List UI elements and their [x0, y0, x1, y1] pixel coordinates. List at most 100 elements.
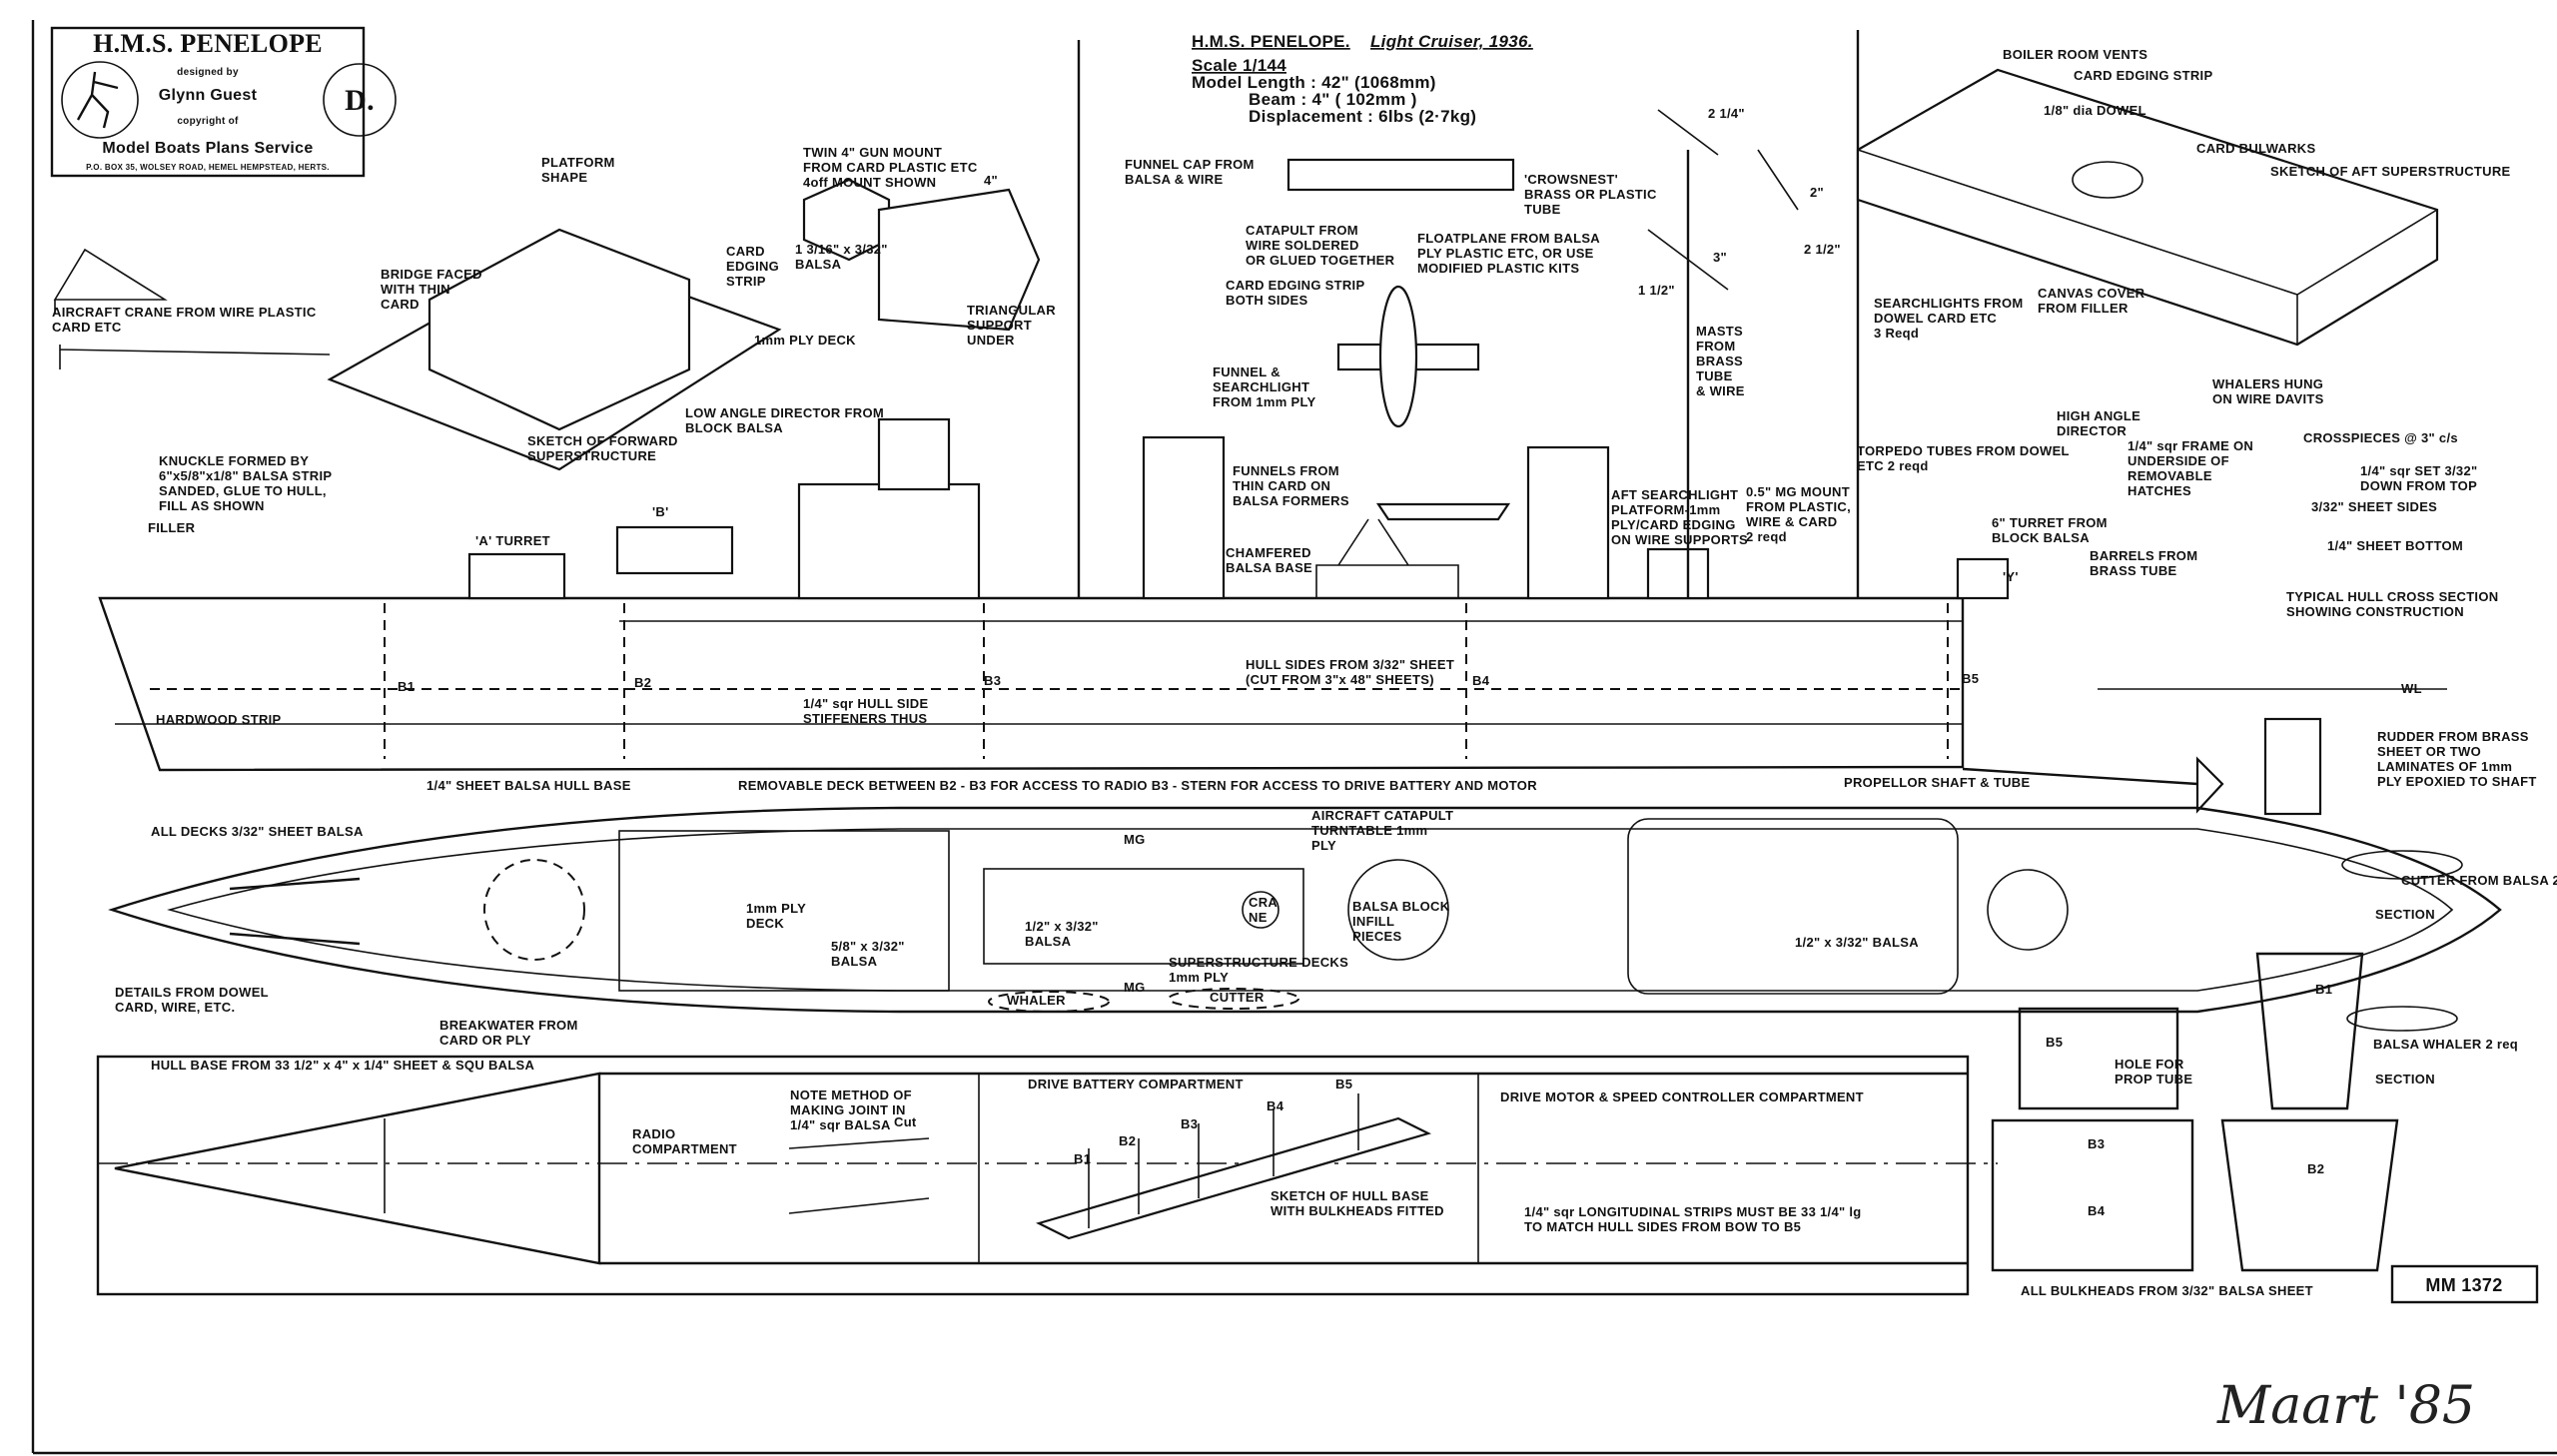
note-line: PROP TUBE [2115, 1072, 2192, 1087]
y-turret-plan [1987, 869, 2069, 951]
note-line: HARDWOOD STRIP [156, 712, 282, 727]
note-line: CARD, WIRE, ETC. [115, 1000, 235, 1015]
note-cutter-plan: CUTTER [1210, 990, 1265, 1005]
note-bh-b3: B3 [2088, 1136, 2105, 1151]
note-line: 1 3/16" x 3/32" [795, 242, 888, 257]
note-line: 4" [984, 173, 998, 188]
note-line: NE [1249, 910, 1268, 925]
note-line: SUPPORT [967, 318, 1032, 333]
spec-beam: Beam : 4" ( 102mm ) [1249, 90, 1417, 109]
note-line: B3 [1181, 1116, 1198, 1131]
spec-length: Model Length : 42" (1068mm) [1192, 73, 1436, 92]
note-line: WHALERS HUNG [2212, 376, 2323, 391]
bulkhead-b3-b4 [1991, 1118, 2194, 1272]
aircraft-crane [53, 248, 331, 369]
note-line: STRIP [726, 274, 766, 289]
publisher: Model Boats Plans Service [102, 140, 313, 157]
note-line: DOWN FROM TOP [2360, 478, 2477, 493]
note-line: DETAILS FROM DOWEL [115, 985, 269, 1000]
whaler-plan [988, 991, 1110, 1013]
note-line: WIRE & CARD [1746, 514, 1837, 529]
note-line: MG [1124, 980, 1146, 995]
note-mg-bottom: MG [1124, 980, 1146, 995]
note-line: FUNNELS FROM [1233, 463, 1339, 478]
note-line: 1mm PLY [1169, 970, 1229, 985]
note-line: 3/32" SHEET SIDES [2311, 499, 2437, 514]
note-line: TURNTABLE 1mm [1311, 823, 1427, 838]
note-line: MAKING JOINT IN [790, 1102, 906, 1117]
note-a-turret: 'A' TURRET [475, 533, 550, 548]
note-line: 1/4" SHEET BALSA HULL BASE [426, 778, 631, 793]
note-line: PIECES [1352, 929, 1402, 944]
note-line: CATAPULT FROM [1246, 223, 1358, 238]
note-line: HULL SIDES FROM 3/32" SHEET [1246, 657, 1454, 672]
note-line: B2 [634, 675, 651, 690]
note-line: INFILL [1352, 914, 1394, 929]
plan-number: MM 1372 [2425, 1275, 2502, 1295]
aft-funnel [1526, 445, 1610, 600]
spec-displacement: Displacement : 6lbs (2·7kg) [1249, 107, 1476, 126]
note-line: TYPICAL HULL CROSS SECTION [2286, 589, 2498, 604]
catapult-side [1315, 518, 1459, 598]
note-line: REMOVABLE DECK BETWEEN B2 - B3 FOR ACCES… [738, 778, 1537, 793]
note-sheet-bottom: 1/4" SHEET BOTTOM [2327, 538, 2463, 553]
note-cutter-detail: CUTTER FROM BALSA 2 reqd [2401, 873, 2557, 888]
note-line: ETC 2 reqd [1857, 458, 1929, 473]
note-line: CHAMFERED [1226, 545, 1311, 560]
note-cut: Cut [894, 1114, 917, 1129]
note-line: BRASS [1696, 354, 1743, 368]
note-line: 'CROWSNEST' [1524, 172, 1618, 187]
note-line: B3 [984, 673, 1001, 688]
note-hull-base: HULL BASE FROM 33 1/2" x 4" x 1/4" SHEET… [151, 1058, 535, 1073]
note-line: TORPEDO TUBES FROM DOWEL [1857, 443, 2070, 458]
note-line: BOTH SIDES [1226, 293, 1307, 308]
note-line: SKETCH OF AFT SUPERSTRUCTURE [2270, 164, 2511, 179]
note-line: BARRELS FROM [2090, 548, 2197, 563]
note-line: CARD [726, 244, 765, 259]
note-line: BALSA FORMERS [1233, 493, 1349, 508]
catapult-turntable [1347, 859, 1449, 961]
note-line: B3 [2088, 1136, 2105, 1151]
masts [1077, 30, 1860, 598]
note-line: 1/4" SHEET BOTTOM [2327, 538, 2463, 553]
note-line: BLOCK BALSA [685, 420, 783, 435]
note-line: DRIVE MOTOR & SPEED CONTROLLER COMPARTME… [1500, 1090, 1864, 1104]
note-line: WHALER [1007, 993, 1066, 1008]
note-line: FUNNEL & [1213, 364, 1280, 379]
b-turret [615, 525, 734, 575]
note-line: ALL DECKS 3/32" SHEET BALSA [151, 824, 364, 839]
note-set-down: 1/4" sqr SET 3/32"DOWN FROM TOP [2360, 463, 2477, 493]
note-line: FILL AS SHOWN [159, 498, 265, 513]
note-sk-b3: B3 [1181, 1116, 1198, 1131]
note-line: CARD EDGING STRIP [2074, 68, 2212, 83]
note-line: SEARCHLIGHT [1213, 379, 1309, 394]
designed-by-label: designed by [177, 67, 239, 78]
note-line: REMOVABLE [2128, 468, 2212, 483]
joint-sketch [788, 1137, 930, 1214]
note-line: FROM PLASTIC, [1746, 499, 1851, 514]
note-line: B5 [2046, 1035, 2063, 1050]
note-sheet-sides: 3/32" SHEET SIDES [2311, 499, 2437, 514]
note-line: B2 [1119, 1133, 1136, 1148]
note-mast-112: 1 1/2" [1638, 283, 1675, 298]
bulkhead-b2 [2220, 1118, 2399, 1272]
note-hardwood: HARDWOOD STRIP [156, 712, 282, 727]
bulkheads-sketch [1088, 1093, 1359, 1228]
note-strips: 1/4" sqr LONGITUDINAL STRIPS MUST BE 33 … [1524, 1204, 1862, 1234]
floatplane-plan [1286, 158, 1515, 428]
note-line: FROM FILLER [2038, 301, 2129, 316]
copyright-label: copyright of [177, 116, 239, 127]
note-line: MASTS [1696, 324, 1743, 339]
